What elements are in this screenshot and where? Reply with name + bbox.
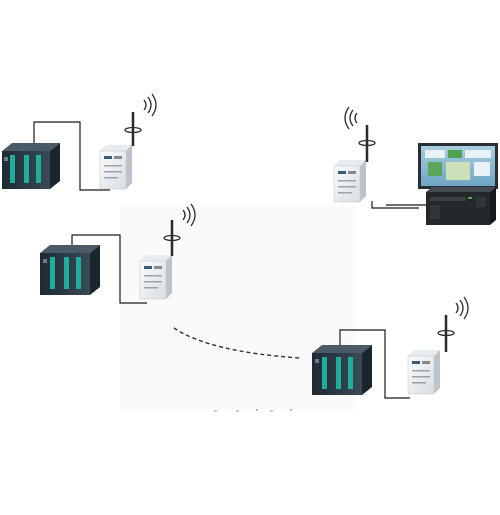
plc-controller-icon	[2, 143, 60, 189]
plc-controller-icon	[40, 245, 100, 295]
antenna-icon	[437, 315, 455, 352]
cable	[371, 201, 419, 209]
station-group-2	[40, 203, 196, 304]
cable	[339, 329, 410, 399]
wifi-signal-icon	[143, 93, 157, 117]
station-group-host	[333, 106, 498, 225]
wireless-radio-module-icon	[333, 160, 366, 203]
antenna-icon	[163, 220, 181, 256]
antenna-icon	[124, 112, 142, 146]
rack-server-icon	[426, 187, 496, 225]
wireless-radio-module-icon	[139, 255, 172, 300]
station-group-3	[312, 296, 469, 399]
wireless-radio-module-icon	[99, 145, 132, 190]
wireless-link	[173, 327, 301, 359]
antenna-icon	[358, 125, 376, 162]
plc-controller-icon	[312, 345, 372, 395]
faint-marks	[214, 409, 292, 412]
cable	[33, 121, 110, 191]
wireless-radio-module-icon	[407, 350, 440, 395]
cable	[71, 234, 147, 304]
wifi-signal-icon	[344, 106, 358, 130]
monitor-icon	[418, 143, 498, 192]
wifi-signal-icon	[455, 296, 469, 320]
wifi-signal-icon	[182, 203, 196, 227]
station-group-1	[2, 93, 157, 191]
